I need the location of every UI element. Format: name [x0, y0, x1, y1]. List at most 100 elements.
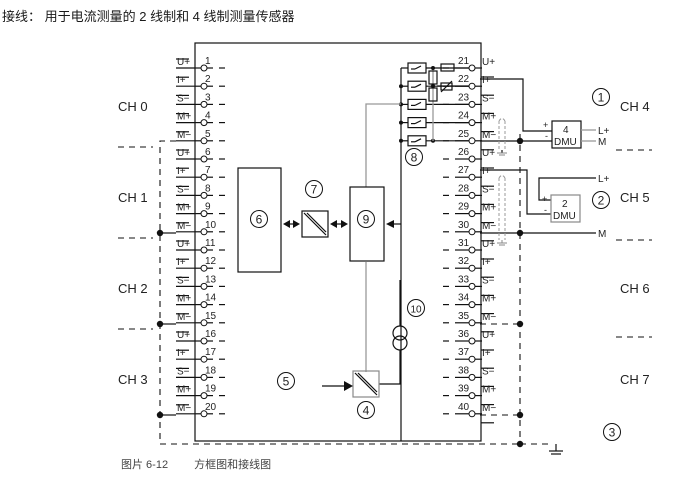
terminal-number: 19 — [205, 384, 217, 395]
terminal-signal: S− — [177, 366, 190, 377]
terminal-signal: M+ — [177, 112, 191, 123]
terminal-number: 7 — [205, 165, 211, 176]
module-housing — [194, 42, 482, 442]
terminal-number: 40 — [458, 402, 470, 413]
terminal: U+ 11 — [176, 238, 225, 254]
callout-7: 7 — [305, 180, 323, 198]
block-9-adc — [349, 186, 385, 262]
terminal: 30 M− — [443, 220, 496, 242]
terminal-number: 35 — [458, 311, 470, 322]
terminal-signal: I+ — [482, 166, 491, 177]
svg-text:M: M — [598, 229, 606, 240]
terminal-signal: S− — [482, 93, 495, 104]
terminal-number: 6 — [205, 147, 211, 158]
svg-text:8: 8 — [411, 151, 418, 165]
svg-text:+: + — [543, 120, 548, 130]
terminal-number: 23 — [458, 92, 470, 103]
terminal-number: 18 — [205, 365, 217, 376]
terminal-signal: I+ — [177, 166, 186, 177]
bidirectional-arrow-icon — [330, 220, 348, 228]
input-switch-network — [399, 62, 469, 441]
bidirectional-arrow-icon — [283, 220, 300, 228]
svg-text:4: 4 — [363, 404, 370, 418]
terminal-signal: M− — [482, 403, 496, 414]
terminal-number: 28 — [458, 183, 470, 194]
terminal-signal: S− — [482, 275, 495, 286]
callout-9: 9 — [357, 210, 375, 228]
terminal-signal: M− — [177, 312, 191, 323]
terminal: S−13 — [176, 274, 225, 290]
terminal-number: 1 — [205, 56, 211, 67]
svg-text:10: 10 — [410, 305, 422, 316]
svg-text:6: 6 — [256, 213, 263, 227]
terminal-signal: S− — [482, 184, 495, 195]
left-ground-bus — [159, 140, 520, 445]
terminal: M+19 — [176, 384, 225, 400]
terminal-signal: S− — [177, 93, 190, 104]
terminal-signal: M− — [177, 221, 191, 232]
channel-label-ch3: CH 3 — [118, 372, 148, 387]
terminal-signal: M− — [482, 221, 496, 232]
terminal-number: 14 — [205, 293, 217, 304]
terminal-number: 32 — [458, 256, 470, 267]
terminal-signal: U+ — [482, 57, 495, 68]
svg-text:DMU: DMU — [553, 211, 576, 222]
svg-text:7: 7 — [311, 183, 318, 197]
terminal: M−20 — [176, 402, 225, 418]
svg-text:+: + — [542, 194, 547, 204]
terminal-signal: M− — [177, 403, 191, 414]
terminal-signal: M+ — [482, 294, 496, 305]
svg-text:M: M — [598, 137, 606, 148]
terminal: U+1 — [176, 56, 225, 72]
page-title: 接线： 用于电流测量的 2 线制和 4 线制测量传感器 — [2, 9, 295, 24]
svg-text:4: 4 — [563, 125, 569, 136]
terminal-number: 38 — [458, 365, 470, 376]
terminal-number: 5 — [205, 129, 211, 140]
junction-dot — [516, 411, 524, 419]
terminal-number: 21 — [458, 56, 470, 67]
svg-text:2: 2 — [598, 194, 605, 208]
terminal: M−10 — [176, 220, 225, 236]
junction-dot — [156, 320, 164, 328]
terminal: S−8 — [176, 183, 225, 199]
svg-text:-: - — [545, 131, 548, 141]
terminal-number: 11 — [205, 238, 216, 249]
terminal-number: 33 — [458, 274, 470, 285]
channel-label-ch0: CH 0 — [118, 99, 148, 114]
terminal-number: 36 — [458, 329, 470, 340]
channel-label-ch1: CH 1 — [118, 190, 148, 205]
junction-dot — [516, 320, 524, 328]
terminal: M−5 — [176, 129, 225, 145]
callout-6: 6 — [250, 210, 268, 228]
terminal-number: 30 — [458, 220, 470, 231]
terminal-number: 2 — [205, 74, 211, 85]
terminal: I+ 7 — [176, 165, 225, 181]
callout-2: 2 — [592, 191, 610, 209]
terminal-signal: U+ — [177, 239, 190, 250]
terminal-signal: I+ — [177, 348, 186, 359]
terminal: M−15 — [176, 311, 225, 327]
terminal-number: 9 — [205, 202, 211, 213]
terminal-number: 39 — [458, 384, 470, 395]
terminal-number: 13 — [205, 274, 217, 285]
svg-text:9: 9 — [363, 213, 370, 227]
channel-label-ch5: CH 5 — [620, 190, 650, 205]
ground-icon — [549, 444, 563, 455]
terminal-signal: I+ — [177, 75, 186, 86]
terminal-number: 31 — [458, 238, 470, 249]
terminal: U+16 — [176, 329, 225, 345]
callout-5: 5 — [277, 372, 295, 390]
block-6-controller — [237, 167, 282, 273]
terminal-signal: U+ — [482, 330, 495, 341]
left-terminal-block: U+1I+2S−3M+4M−5U+6I+7S−8M+9M−10U+11I+12S… — [176, 56, 225, 418]
terminal-signal: M− — [482, 130, 496, 141]
terminal-number: 27 — [458, 165, 470, 176]
